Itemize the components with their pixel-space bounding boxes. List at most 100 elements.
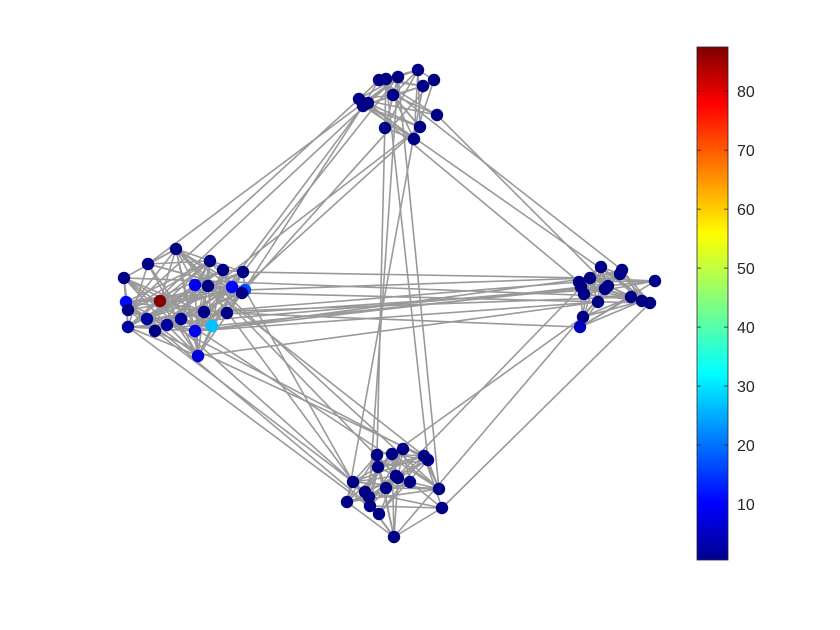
graph-edge (180, 318, 440, 490)
graph-edge (211, 79, 435, 327)
graph-edge (582, 300, 643, 318)
graph-edge (194, 277, 591, 332)
graph-node (153, 294, 167, 308)
graph-node (363, 499, 377, 513)
graph-edge (226, 312, 581, 328)
graph-node (117, 271, 131, 285)
graph-node (340, 495, 354, 509)
graph-edge (166, 324, 199, 357)
graph-node (601, 279, 615, 293)
graph-node (121, 303, 135, 317)
graph-node (140, 312, 154, 326)
graph-node (576, 310, 590, 324)
colorbar-tick-label: 30 (737, 379, 755, 396)
graph-edge (244, 277, 591, 291)
colorbar-tick-label: 50 (737, 261, 755, 278)
graph-edge (378, 475, 397, 515)
graph-node (203, 254, 217, 268)
graph-edge (242, 76, 399, 273)
colorbar-tick-label: 60 (737, 202, 755, 219)
graph-edge (436, 114, 609, 287)
graph-node (583, 271, 597, 285)
graph-edge (241, 105, 364, 294)
graph-edge (244, 289, 354, 483)
graph-node (372, 73, 386, 87)
graph-edge (393, 269, 623, 538)
colorbar-tick-label: 20 (737, 438, 755, 455)
graph-node (385, 447, 399, 461)
graph-node (591, 295, 605, 309)
graph-node (411, 63, 425, 77)
graph-edge (127, 326, 380, 515)
graph-edge (579, 300, 643, 328)
graph-node (371, 460, 385, 474)
graph-node (391, 70, 405, 84)
graph-edge (409, 481, 443, 509)
graph-edge (127, 98, 360, 311)
graph-edge (203, 296, 632, 313)
graph-node (432, 482, 446, 496)
graph-edge (194, 260, 211, 332)
graph-edge (194, 301, 599, 332)
graph-node (648, 274, 662, 288)
graph-edge (123, 277, 354, 483)
graph-node (225, 280, 239, 294)
graph-node (346, 475, 360, 489)
graph-edge (207, 285, 425, 457)
graph-node (378, 121, 392, 135)
graph-node (386, 88, 400, 102)
graph-edge (417, 69, 421, 128)
graph-node (216, 263, 230, 277)
graph-node (201, 279, 215, 293)
graph-node (160, 318, 174, 332)
graph-edge (159, 248, 177, 302)
graph-edge (175, 248, 196, 286)
graph-edge (159, 271, 244, 302)
graph-node (235, 286, 249, 300)
graph-edge (346, 501, 395, 538)
graph-node (613, 267, 627, 281)
graph-node (188, 324, 202, 338)
graph-nodes (117, 63, 662, 544)
graph-node (413, 120, 427, 134)
graph-node (361, 96, 375, 110)
graph-edge (397, 76, 440, 490)
graph-edge (376, 78, 387, 456)
graph-edge (194, 126, 421, 332)
graph-node (427, 73, 441, 87)
graph-edge (385, 487, 440, 490)
graph-node (372, 507, 386, 521)
graph-edge (580, 273, 621, 288)
graph-edge (378, 79, 438, 116)
graph-node (407, 132, 421, 146)
graph-edge (378, 79, 623, 271)
graph-edge (125, 301, 371, 507)
graph-node (416, 79, 430, 93)
graph-edge (393, 507, 443, 538)
colorbar-tick-label: 80 (737, 84, 755, 101)
graph-node (358, 485, 372, 499)
graph-node (403, 475, 417, 489)
graph-edge (391, 316, 584, 455)
graph-edge (127, 102, 369, 328)
graph-node (594, 260, 608, 274)
graph-node (191, 349, 205, 363)
graph-node (396, 442, 410, 456)
colorbar-tick-label: 10 (737, 497, 755, 514)
graph-node (220, 306, 234, 320)
graph-node (174, 312, 188, 326)
graph-node (148, 324, 162, 338)
graph-edge (385, 78, 429, 461)
colorbar-tick-label: 70 (737, 143, 755, 160)
graph-edge (159, 300, 199, 357)
graph-node (379, 481, 393, 495)
graph-node (430, 108, 444, 122)
graph-node (389, 469, 403, 483)
graph-node (435, 501, 449, 515)
graph-node (574, 280, 588, 294)
graph-edge (127, 326, 199, 357)
graph-node (421, 453, 435, 467)
graph-node (236, 265, 250, 279)
graph-node (643, 296, 657, 310)
